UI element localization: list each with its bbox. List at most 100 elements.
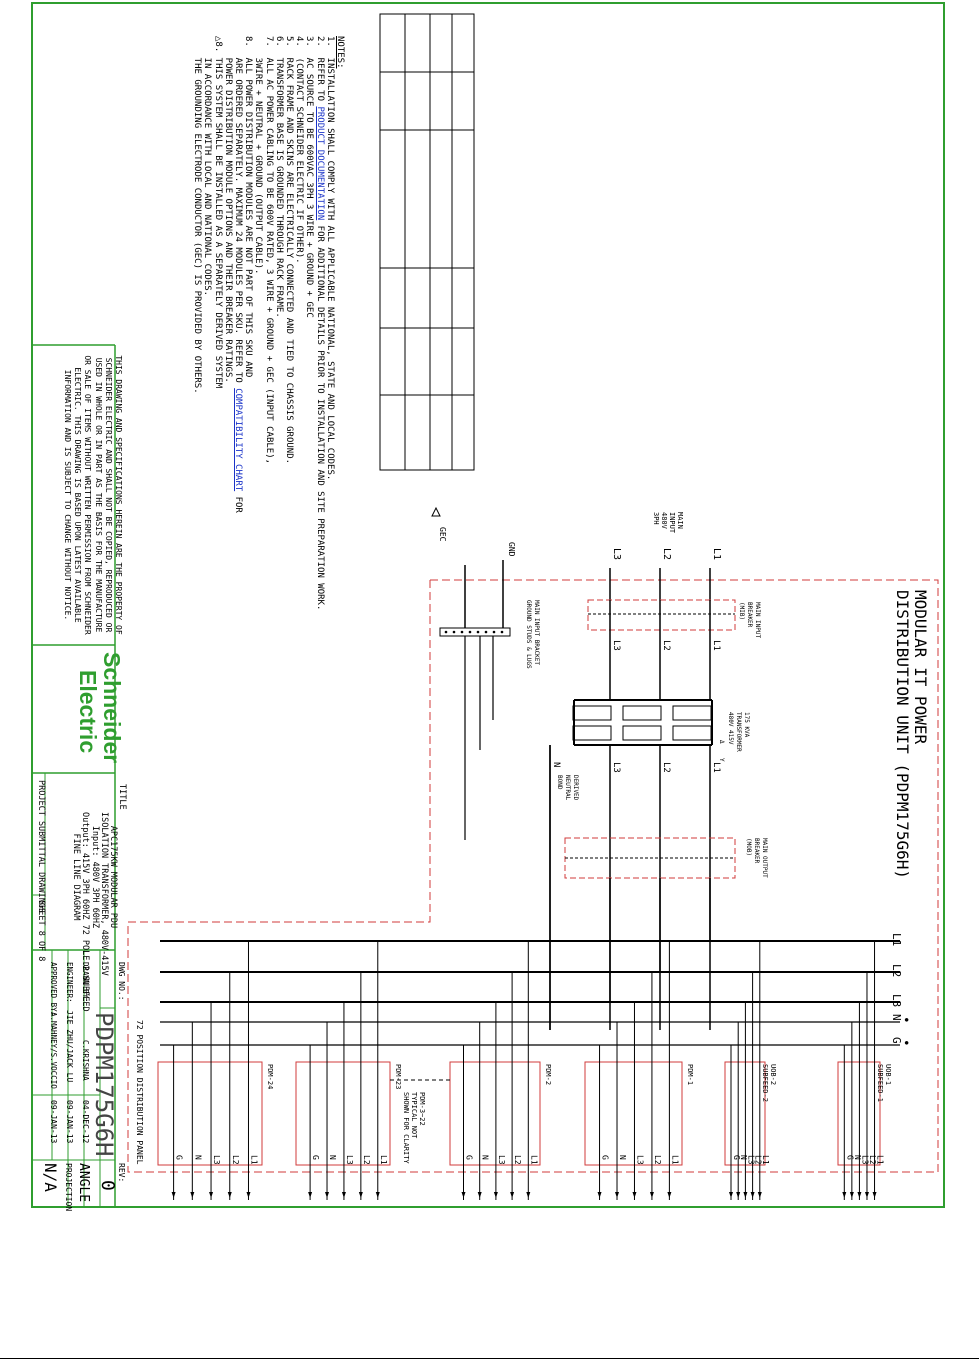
note-text: 3WIRE + NEUTRAL + GROUND (OUTPUT CABLE). <box>253 36 264 275</box>
logo-line1: Schneider <box>99 652 125 764</box>
transformer-primary <box>572 705 612 721</box>
output-arrow-icon <box>190 1192 195 1198</box>
output-arrow-icon <box>729 1192 733 1198</box>
output-arrow-icon <box>341 1192 346 1198</box>
mob-label: MAIN OUTPUT <box>761 838 768 878</box>
note-line: 1. INSTALLATION SHALL COMPLY WITH ALL AP… <box>325 36 335 610</box>
note-line: 7. ALL AC POWER CABLING TO BE 600V RATED… <box>263 36 274 610</box>
schneider-logo: Schneider Electric <box>75 652 125 764</box>
ellipsis-line: PDM-3~22 <box>418 1092 426 1126</box>
output-arrow-icon <box>750 1192 755 1198</box>
output-arrow-icon <box>246 1192 251 1198</box>
module-name: UOB-1 <box>884 1064 892 1085</box>
note-text: 4. (CONTACT SCHNEIDER ELECTRIC IF OTHER)… <box>294 36 305 264</box>
transformer-secondary <box>622 725 662 741</box>
disclaimer-line: USED IN WHOLE OR IN PART AS THE BASIS FO… <box>93 357 103 633</box>
output-arrow-icon <box>842 1192 847 1198</box>
input-line-label: L2 <box>661 548 672 560</box>
output-arrow-icon <box>510 1192 515 1198</box>
note-line: 5. RACK FRAME AND SKINS ARE ELECTRICALLY… <box>284 36 294 610</box>
mib-label: (MIB) <box>738 602 745 620</box>
bus-label: L2 <box>890 964 903 977</box>
module-output-label: N <box>618 1155 627 1160</box>
project-text: PROJECT SUBMITTAL DRAWINGS <box>36 780 46 914</box>
note-text: 6. TRANSFORMER BASE IS GROUNDED THROUGH … <box>273 36 284 318</box>
ground-bar-label: GROUND STUDS & LUGS <box>525 600 532 669</box>
note-link[interactable]: PRODUCT DOCUMENTATION <box>314 106 325 221</box>
module-output-label: G <box>601 1155 610 1160</box>
module-output-label: L3 <box>746 1155 755 1165</box>
module-output-label: G <box>845 1155 854 1160</box>
title-line: Output: 415V 3PH 60HZ 72 POLE 2 SUBFEED <box>80 812 91 1012</box>
post-tx-label: N <box>551 762 561 767</box>
note-text: 3. AC SOURCE TO BE 600VAC 3PH 3 WIRE + G… <box>304 36 315 318</box>
projection-text: PROJECTION <box>64 1163 73 1212</box>
transformer-secondary <box>572 725 612 741</box>
sheet-text: SHEET 8 OF 8 <box>36 900 46 962</box>
ground-bar <box>439 627 511 637</box>
module-output-label: N <box>328 1155 337 1160</box>
module-name: UOB-2 <box>769 1064 777 1085</box>
output-arrow-icon <box>849 1192 854 1198</box>
module-output-label: L1 <box>670 1155 679 1165</box>
ground-stud <box>460 630 464 634</box>
diagram-title-1: MODULAR IT POWER <box>911 590 930 744</box>
output-arrow-icon <box>632 1192 637 1198</box>
post-tx-label: L2 <box>661 762 671 773</box>
transformer-primary <box>622 705 662 721</box>
output-arrow-icon <box>171 1192 176 1198</box>
mib-out-label: L1 <box>711 640 721 651</box>
post-tx-label: L3 <box>611 762 621 773</box>
output-arrow-icon <box>493 1192 498 1198</box>
note-line: 3. AC SOURCE TO BE 600VAC 3PH 3 WIRE + G… <box>304 36 314 610</box>
note-line: 3WIRE + NEUTRAL + GROUND (OUTPUT CABLE). <box>253 36 263 610</box>
system-outline <box>127 579 939 1173</box>
note-line: 4. (CONTACT SCHNEIDER ELECTRIC IF OTHER)… <box>294 36 304 610</box>
note-line: 2. REFER TO PRODUCT DOCUMENTATION FOR AD… <box>314 36 325 610</box>
transformer-label: TRANSFORMER <box>735 712 742 752</box>
bus-label: L3 <box>890 994 903 1007</box>
angle-text: ANGLE <box>76 1163 91 1203</box>
note-line: 8. ALL POWER DISTRIBUTION MODULES ARE NO… <box>243 36 253 610</box>
dwg-number: PDPM175G6H <box>90 1012 118 1157</box>
output-arrow-icon <box>325 1192 330 1198</box>
approved-label: APPROVED BY: <box>49 962 58 1017</box>
output-arrow-icon <box>864 1192 869 1198</box>
input-line-label: L1 <box>711 548 722 560</box>
title-line: Input: 480V 3PH 60HZ <box>89 825 100 929</box>
note-text: POWER DISTRIBUTION MODULE OPTIONS AND TH… <box>222 36 233 383</box>
output-arrow-icon <box>872 1192 877 1198</box>
note-text: 8. ALL POWER DISTRIBUTION MODULES ARE NO… <box>243 36 254 378</box>
module-output-label: L2 <box>231 1155 240 1165</box>
transformer-secondary <box>672 725 712 741</box>
disclaimer-line: THIS DRAWING AND SPECIFICATIONS HEREIN A… <box>114 355 123 635</box>
module-output-label: L3 <box>212 1155 221 1165</box>
note-line: ARE ORDERED SEPARATELY. MAXIMUM 24 MODUL… <box>233 36 243 610</box>
output-arrow-icon <box>461 1192 466 1198</box>
module-output-label: L3 <box>635 1155 644 1165</box>
module-output-label: L1 <box>761 1155 770 1165</box>
module-subname: SUBFEED-2 <box>761 1064 769 1102</box>
main-input-label: MAIN <box>676 512 684 529</box>
disclaimer-line: ELECTRIC. THIS DRAWING IS BASED UPON LAT… <box>73 367 83 623</box>
module-output-label: G <box>311 1155 320 1160</box>
note-link[interactable]: COMPATIBILITY CHART <box>232 388 243 492</box>
mob-label: BREAKER <box>753 838 760 864</box>
ground-stud <box>500 630 504 634</box>
ground-stud <box>444 630 448 634</box>
output-arrow-icon <box>358 1192 363 1198</box>
bus-g-dot: ● <box>903 1041 910 1045</box>
engineer-name: JIE ZHU/JACK LU <box>65 1010 74 1083</box>
module-output-label: L2 <box>754 1155 763 1165</box>
module-output-label: L3 <box>860 1155 869 1165</box>
revision-table <box>379 13 475 471</box>
note-text: 5. RACK FRAME AND SKINS ARE ELECTRICALLY… <box>283 36 294 465</box>
transformer-label: 480V 415V <box>727 712 734 745</box>
output-arrow-icon <box>526 1192 531 1198</box>
module-name: PDM-23 <box>394 1064 402 1089</box>
rev-value: 0 <box>97 1180 118 1191</box>
drawn-by: C.KRISHNA <box>81 1040 90 1081</box>
module-output-label: L2 <box>653 1155 662 1165</box>
note-text: △8. THIS SYSTEM SHALL BE INSTALLED AS A … <box>212 36 223 389</box>
module-output-label: G <box>465 1155 474 1160</box>
